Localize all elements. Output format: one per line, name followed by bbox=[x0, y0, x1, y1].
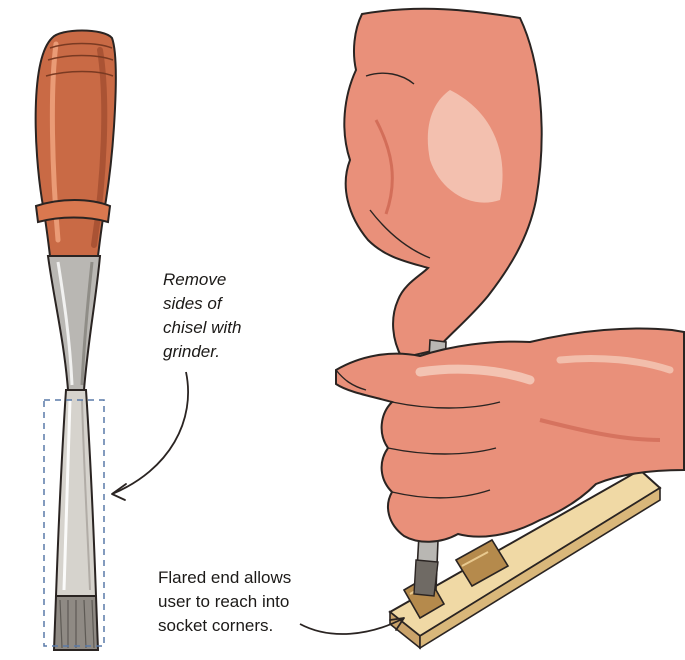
remove-sides-annotation: Remove sides of chisel with grinder. bbox=[163, 268, 241, 364]
flared-end-line-2: user to reach into bbox=[158, 590, 291, 614]
upper-hand bbox=[344, 9, 541, 358]
remove-sides-arrow bbox=[112, 372, 188, 500]
chisel-ferrule bbox=[48, 256, 100, 390]
chisel-blade bbox=[56, 390, 96, 596]
remove-sides-line-1: Remove bbox=[163, 268, 241, 292]
flared-end-annotation: Flared end allows user to reach into soc… bbox=[158, 566, 291, 638]
remove-sides-line-3: chisel with bbox=[163, 316, 241, 340]
remove-sides-line-4: grinder. bbox=[163, 340, 241, 364]
flared-end-arrow bbox=[300, 618, 404, 634]
chisel-illustration bbox=[36, 31, 116, 651]
flared-end-line-1: Flared end allows bbox=[158, 566, 291, 590]
flared-end-line-3: socket corners. bbox=[158, 614, 291, 638]
remove-sides-line-2: sides of bbox=[163, 292, 241, 316]
